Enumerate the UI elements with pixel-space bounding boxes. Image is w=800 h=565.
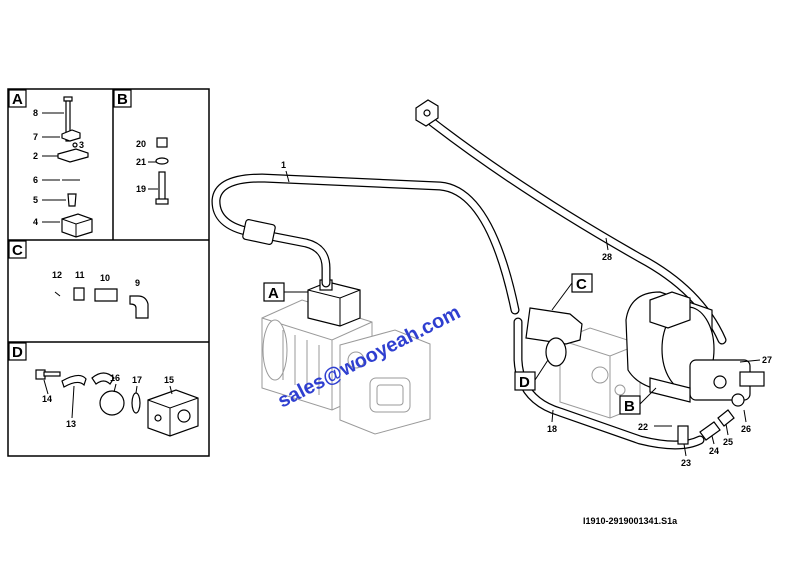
adapter-24-icon <box>699 421 721 441</box>
electric-motor <box>625 291 765 407</box>
label-9: 9 <box>135 278 140 288</box>
hose-1 <box>211 173 520 315</box>
callout-1: 1 <box>281 160 286 170</box>
callout-22: 22 <box>638 422 648 432</box>
label-19: 19 <box>136 184 146 194</box>
inset-box-d: D 14 16 17 15 13 <box>8 342 199 437</box>
label-6: 6 <box>33 175 38 185</box>
bolt-8-icon <box>63 96 73 142</box>
clamp-13-icon <box>61 374 87 388</box>
label-7: 7 <box>33 132 38 142</box>
inset-a-leaders <box>42 112 66 223</box>
bolt-19-icon <box>155 171 169 205</box>
fitting-23-icon <box>677 425 689 445</box>
bracket-b-icon <box>649 377 691 403</box>
svg-text:B: B <box>624 398 635 415</box>
callout-25: 25 <box>723 437 733 447</box>
callout-28: 28 <box>602 252 612 262</box>
callout-23: 23 <box>681 458 691 468</box>
flange-15-icon <box>147 389 199 437</box>
inset-box-b: B 20 21 19 <box>113 89 169 205</box>
bolt-14-icon <box>35 369 61 380</box>
marker-b: B <box>619 387 657 415</box>
marker-d: D <box>514 359 549 391</box>
hose-sleeve-icon <box>242 219 276 245</box>
inset-c-letter: C <box>12 242 23 259</box>
adapter-25-icon <box>717 409 735 427</box>
washer-21-icon <box>155 157 169 165</box>
label-11: 11 <box>75 270 85 280</box>
callout-18: 18 <box>547 424 557 434</box>
label-20: 20 <box>136 139 146 149</box>
callout-26: 26 <box>741 424 751 434</box>
label-3: 3 <box>79 140 84 150</box>
marker-a: A <box>263 282 308 302</box>
connector-d-icon <box>545 337 567 367</box>
marker-c: C <box>551 273 593 311</box>
nut-20-icon <box>156 137 168 148</box>
hose-28 <box>415 99 727 345</box>
inset-box-a: A 8 7 3 2 6 <box>8 89 93 238</box>
callout-24: 24 <box>709 446 719 456</box>
clip-12-icon <box>54 291 61 297</box>
clamp-half-icon <box>91 372 115 385</box>
inset-a-letter: A <box>12 91 23 108</box>
svg-text:D: D <box>519 374 530 391</box>
oring-17-icon <box>131 392 141 414</box>
svg-text:C: C <box>576 276 587 293</box>
elbow-9-icon <box>129 295 149 319</box>
callout-27: 27 <box>762 355 772 365</box>
label-8: 8 <box>33 108 38 118</box>
lower-fittings <box>654 409 735 445</box>
nipple-5-icon <box>67 193 77 207</box>
block-4-icon <box>61 213 93 238</box>
inset-grid <box>7 88 210 457</box>
label-2: 2 <box>33 151 38 161</box>
terminal-box-icon <box>649 291 691 329</box>
label-21: 21 <box>136 157 146 167</box>
label-4: 4 <box>33 217 38 227</box>
connector-c-icon <box>525 307 583 345</box>
label-12: 12 <box>52 270 62 280</box>
label-16: 16 <box>110 373 120 383</box>
plate-2-icon <box>57 148 89 163</box>
inset-b-letter: B <box>117 91 128 108</box>
sleeve-10-icon <box>94 288 118 302</box>
label-15: 15 <box>164 375 174 385</box>
drawing-code: I1910-2919001341.S1a <box>583 516 678 526</box>
nut-fitting-icon <box>415 99 439 127</box>
inset-box-c: C 12 11 10 9 <box>8 240 149 319</box>
valve-block-a <box>307 279 361 327</box>
label-10: 10 <box>100 273 110 283</box>
svg-text:A: A <box>268 285 279 302</box>
fitting-11-icon <box>73 287 85 301</box>
clamp-7-icon <box>61 129 81 142</box>
main-callouts: 1 28 18 27 22 23 24 25 26 <box>281 160 772 468</box>
inset-d-letter: D <box>12 344 23 361</box>
nut-3-icon <box>72 142 78 148</box>
label-17: 17 <box>132 375 142 385</box>
cap-16-icon <box>99 390 125 416</box>
label-5: 5 <box>33 195 38 205</box>
label-14: 14 <box>42 394 52 404</box>
hydraulic-pump <box>261 299 431 435</box>
label-13: 13 <box>66 419 76 429</box>
